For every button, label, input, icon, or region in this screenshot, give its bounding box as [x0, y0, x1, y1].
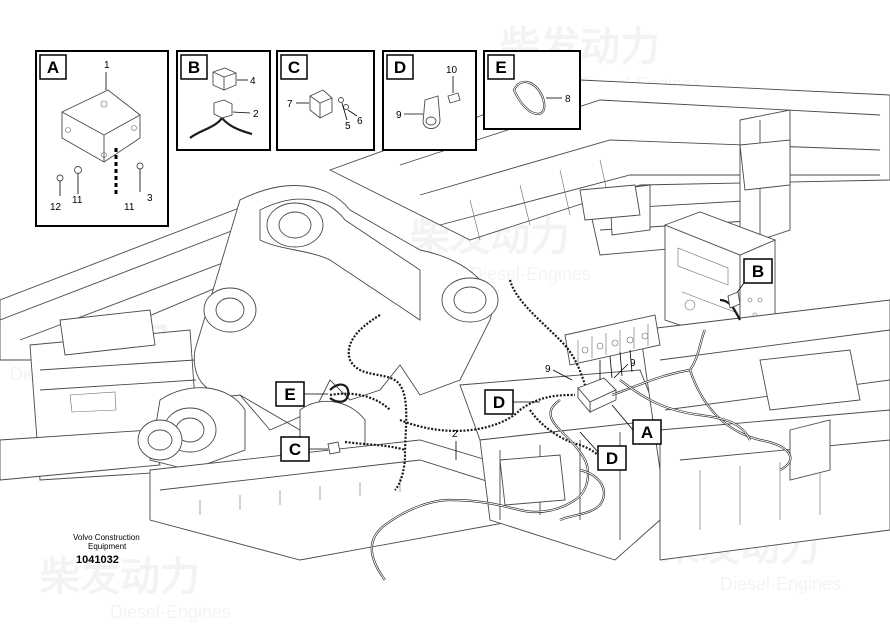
inset-c-number-7: 7 [287, 99, 293, 110]
cable-clip-part-9 [422, 95, 441, 129]
inset-b-tag [180, 54, 208, 80]
callout-c[interactable]: C [280, 436, 341, 462]
inset-d-number-9: 9 [396, 110, 402, 121]
inset-b-number-4: 4 [250, 76, 256, 87]
watermark-en-4: Diesel-Engines [720, 574, 841, 594]
part-number-2-main: 2 [452, 429, 458, 460]
callout-b-label: B [752, 262, 764, 281]
part-number-9-left: 9 [545, 364, 573, 381]
callout-d-lower[interactable]: D [579, 431, 627, 471]
part-number-9-right-label: 9 [630, 358, 636, 369]
part-number-9-left-label: 9 [545, 364, 551, 375]
inset-e: E 8 [483, 50, 581, 130]
callout-b-box[interactable] [743, 258, 773, 284]
control-unit-part-1 [61, 89, 141, 163]
relay-part-4 [212, 67, 237, 91]
inset-d: D 10 9 [382, 50, 477, 151]
part-number-9-right: 9 [613, 358, 636, 379]
inset-d-tag [386, 54, 414, 80]
callout-d-lower-label: D [606, 449, 618, 468]
inset-c-tag [280, 54, 308, 80]
valve-block [564, 314, 661, 366]
screw-part-10 [447, 92, 461, 104]
inset-d-label: D [394, 58, 406, 77]
caption: Volvo Construction Equipment 1041032 [73, 533, 140, 566]
watermark-en-2: Diesel-Engines [470, 264, 591, 284]
callout-e[interactable]: E [275, 381, 350, 407]
inset-a-number-3: 3 [147, 193, 153, 204]
inset-a-label: A [47, 58, 59, 77]
machine-frame [0, 79, 890, 561]
inset-e-tag [487, 54, 515, 80]
inset-e-number-8: 8 [565, 94, 571, 105]
inset-a: A 1 12 11 11 3 [35, 50, 169, 227]
callout-d-upper-label: D [493, 393, 505, 412]
callout-a-box[interactable] [632, 419, 662, 445]
callout-a-label: A [641, 423, 653, 442]
inset-a-tag [39, 54, 67, 80]
inset-e-label: E [495, 58, 506, 77]
control-unit [577, 377, 617, 414]
callout-e-label: E [284, 385, 295, 404]
watermark-en-5: Diesel-Engines [110, 602, 231, 622]
watermark-cn-5: 柴发动力 [40, 555, 200, 599]
callout-c-label: C [289, 440, 301, 459]
inset-c-number-5: 5 [345, 121, 351, 132]
inset-a-number-1: 1 [104, 60, 110, 71]
part-number-2-main-label: 2 [452, 429, 458, 440]
caption-company-line2: Equipment [88, 542, 127, 551]
callout-d-lower-box[interactable] [597, 445, 627, 471]
inset-b-number-2: 2 [253, 109, 259, 120]
inset-d-number-10: 10 [446, 65, 458, 76]
callout-a[interactable]: A [611, 404, 662, 445]
connector-part-7 [309, 89, 333, 119]
inset-a-number-12: 12 [50, 202, 62, 213]
callout-b[interactable]: B [727, 258, 773, 309]
callout-d-upper[interactable]: D [484, 389, 540, 415]
inset-a-number-11a: 11 [72, 195, 83, 206]
inset-a-number-11b: 11 [124, 202, 135, 213]
inset-c-number-6: 6 [357, 116, 363, 127]
inset-b: B 4 2 [176, 50, 271, 151]
inset-c-label: C [288, 58, 300, 77]
inset-b-label: B [188, 58, 200, 77]
caption-company: Volvo Construction [73, 533, 140, 542]
inset-c: C 7 5 6 [276, 50, 375, 151]
document-number: 1041032 [76, 554, 119, 566]
relay-socket-part-2 [213, 99, 233, 119]
